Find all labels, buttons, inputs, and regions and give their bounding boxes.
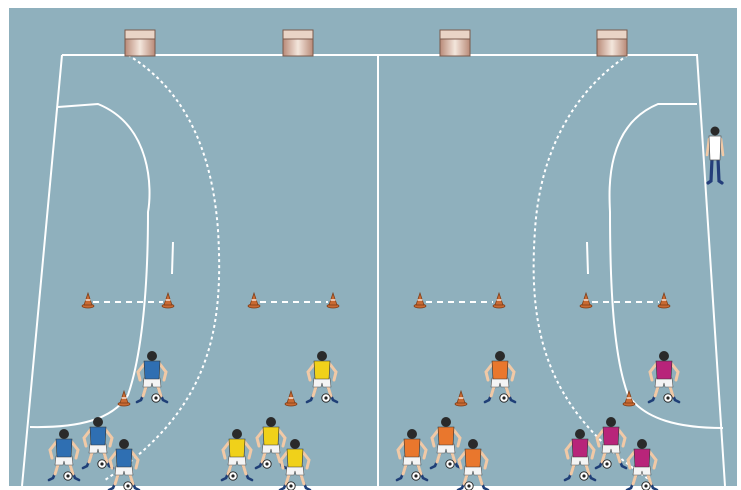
court-floor	[9, 8, 737, 486]
ball-icon	[580, 472, 588, 480]
ball-icon	[287, 482, 295, 490]
ball-icon	[412, 472, 420, 480]
ball-icon	[152, 394, 160, 402]
ball-icon	[664, 394, 672, 402]
ball-icon	[500, 394, 508, 402]
ball-icon	[229, 472, 237, 480]
box-icon	[125, 30, 155, 56]
box-icon	[283, 30, 313, 56]
ball-icon	[322, 394, 330, 402]
ball-icon	[64, 472, 72, 480]
penalty-mark-right	[587, 242, 588, 274]
ball-icon	[446, 460, 454, 468]
ball-icon	[124, 482, 132, 490]
ball-icon	[642, 482, 650, 490]
ball-icon	[603, 460, 611, 468]
box-icon	[440, 30, 470, 56]
ball-icon	[98, 460, 106, 468]
penalty-mark-left	[172, 242, 173, 274]
ball-icon	[263, 460, 271, 468]
box-icon	[597, 30, 627, 56]
ball-icon	[465, 482, 473, 490]
